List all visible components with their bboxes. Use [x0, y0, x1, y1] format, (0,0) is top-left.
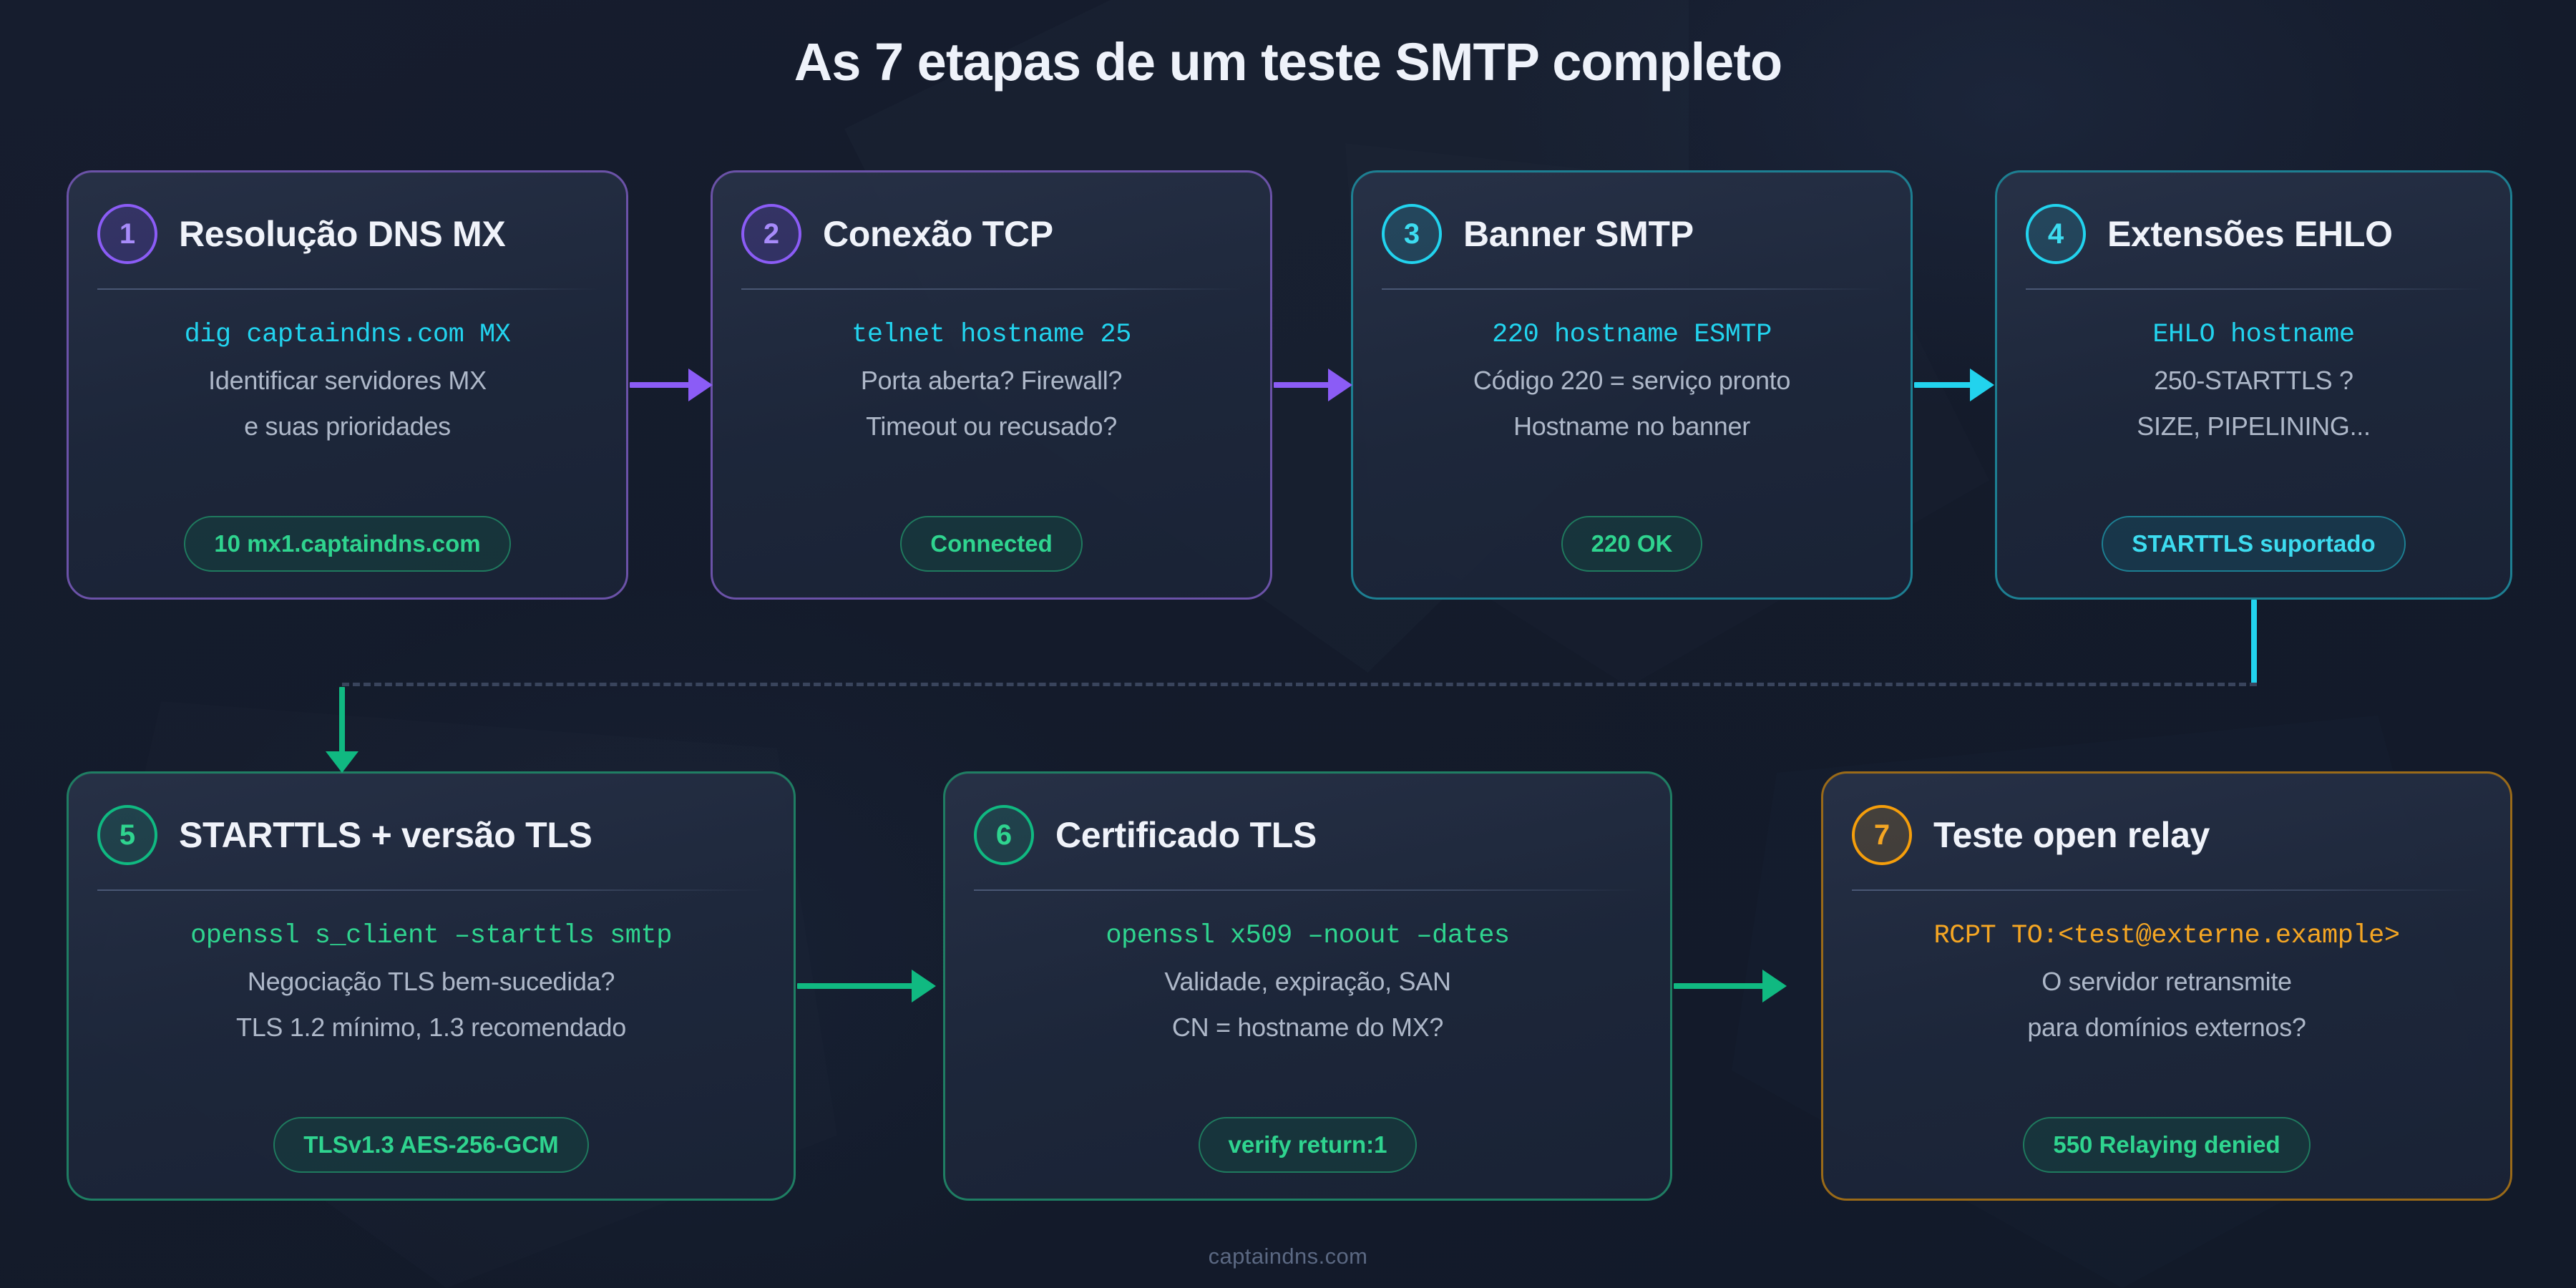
step-header-5: 5 STARTTLS + versão TLS — [97, 798, 765, 865]
step-body-5: openssl s_client –starttls smtp Negociaç… — [97, 891, 765, 1117]
step-line-7-2: para domínios externos? — [2027, 1013, 2306, 1042]
arrow-step1-to-step2 — [630, 382, 693, 388]
step-number-badge-6: 6 — [974, 805, 1034, 865]
step-result-badge-4: STARTTLS suportado — [2102, 516, 2406, 572]
step-title-7: Teste open relay — [1933, 815, 2210, 855]
step-body-6: openssl x509 –noout –dates Validade, exp… — [974, 891, 1641, 1117]
step-card-3[interactable]: 3 Banner SMTP 220 hostname ESMTP Código … — [1351, 170, 1913, 600]
step-line-1-1: Identificar servidores MX — [208, 366, 487, 395]
step-body-3: 220 hostname ESMTP Código 220 = serviço … — [1382, 290, 1882, 516]
step-line-1-2: e suas prioridades — [244, 411, 451, 441]
step-card-6[interactable]: 6 Certificado TLS openssl x509 –noout –d… — [943, 771, 1672, 1201]
step-command-2: telnet hostname 25 — [852, 320, 1131, 350]
arrow-step6-to-step7 — [1674, 983, 1767, 989]
step-command-5: openssl s_client –starttls smtp — [190, 921, 672, 951]
step-header-6: 6 Certificado TLS — [974, 798, 1641, 865]
step-line-3-1: Código 220 = serviço pronto — [1473, 366, 1791, 395]
step-number-badge-5: 5 — [97, 805, 157, 865]
step-number-badge-1: 1 — [97, 204, 157, 264]
divider-7 — [1852, 889, 2482, 891]
step-result-badge-1: 10 mx1.captaindns.com — [184, 516, 511, 572]
step-line-6-2: CN = hostname do MX? — [1171, 1013, 1444, 1042]
arrow-head-step2-to-step3 — [1328, 369, 1352, 401]
step-result-badge-3: 220 OK — [1561, 516, 1703, 572]
step-header-3: 3 Banner SMTP — [1382, 197, 1882, 264]
step-line-5-1: Negociação TLS bem-sucedida? — [247, 967, 615, 996]
step-result-badge-2: Connected — [900, 516, 1083, 572]
step-number-badge-2: 2 — [741, 204, 801, 264]
step-line-4-2: SIZE, PIPELINING... — [2137, 411, 2371, 441]
step-line-2-1: Porta aberta? Firewall? — [860, 366, 1123, 395]
arrow-step2-to-step3 — [1274, 382, 1332, 388]
step-card-4[interactable]: 4 Extensões EHLO EHLO hostname 250-START… — [1995, 170, 2512, 600]
step-title-5: STARTTLS + versão TLS — [179, 815, 592, 855]
step-title-1: Resolução DNS MX — [179, 214, 506, 254]
arrow-step5-to-step6 — [797, 983, 916, 989]
step-line-5-2: TLS 1.2 mínimo, 1.3 recomendado — [236, 1013, 626, 1042]
step-number-badge-4: 4 — [2026, 204, 2086, 264]
divider-2 — [741, 288, 1241, 290]
step-body-2: telnet hostname 25 Porta aberta? Firewal… — [741, 290, 1241, 516]
step-line-2-2: Timeout ou recusado? — [866, 411, 1117, 441]
arrow-step3-to-step4 — [1914, 382, 1974, 388]
step-number-badge-3: 3 — [1382, 204, 1442, 264]
step-header-7: 7 Teste open relay — [1852, 798, 2482, 865]
step-line-4-1: 250-STARTTLS ? — [2154, 366, 2353, 395]
step-card-5[interactable]: 5 STARTTLS + versão TLS openssl s_client… — [67, 771, 796, 1201]
step-title-6: Certificado TLS — [1055, 815, 1317, 855]
step-body-7: RCPT TO:<test@externe.example> O servido… — [1852, 891, 2482, 1117]
divider-5 — [97, 889, 765, 891]
step-result-badge-5: TLSv1.3 AES-256-GCM — [273, 1117, 589, 1173]
step-line-7-1: O servidor retransmite — [2041, 967, 2292, 996]
step-line-3-2: Hostname no banner — [1513, 411, 1750, 441]
step-number-badge-7: 7 — [1852, 805, 1912, 865]
step-command-7: RCPT TO:<test@externe.example> — [1933, 921, 2400, 951]
step-header-4: 4 Extensões EHLO — [2026, 197, 2482, 264]
step-card-1[interactable]: 1 Resolução DNS MX dig captaindns.com MX… — [67, 170, 628, 600]
step-command-3: 220 hostname ESMTP — [1492, 320, 1772, 350]
step-header-2: 2 Conexão TCP — [741, 197, 1241, 264]
step-line-6-1: Validade, expiração, SAN — [1164, 967, 1451, 996]
step-title-2: Conexão TCP — [823, 214, 1053, 254]
arrow-head-step3-to-step4 — [1970, 369, 1994, 401]
step-card-7[interactable]: 7 Teste open relay RCPT TO:<test@externe… — [1821, 771, 2512, 1201]
step-card-2[interactable]: 2 Conexão TCP telnet hostname 25 Porta a… — [711, 170, 1272, 600]
step-command-4: EHLO hostname — [2152, 320, 2355, 350]
arrow-head-step6-to-step7 — [1762, 970, 1787, 1002]
arrow-head-into-step5 — [326, 751, 358, 773]
page-title: As 7 etapas de um teste SMTP completo — [794, 32, 1782, 92]
footer-watermark: captaindns.com — [1208, 1244, 1368, 1269]
step-title-4: Extensões EHLO — [2107, 214, 2393, 254]
step-header-1: 1 Resolução DNS MX — [97, 197, 597, 264]
arrow-head-step5-to-step6 — [912, 970, 936, 1002]
divider-6 — [974, 889, 1641, 891]
divider-3 — [1382, 288, 1882, 290]
wrap-dashed-connector — [342, 683, 2257, 686]
step-body-1: dig captaindns.com MX Identificar servid… — [97, 290, 597, 516]
step-title-3: Banner SMTP — [1463, 214, 1694, 254]
step-body-4: EHLO hostname 250-STARTTLS ? SIZE, PIPEL… — [2026, 290, 2482, 516]
step-result-badge-6: verify return:1 — [1198, 1117, 1418, 1173]
step-command-1: dig captaindns.com MX — [184, 320, 511, 350]
arrow-head-step1-to-step2 — [688, 369, 713, 401]
divider-4 — [2026, 288, 2482, 290]
wrap-down-into-step5 — [339, 687, 345, 757]
step-command-6: openssl x509 –noout –dates — [1106, 921, 1510, 951]
wrap-down-from-step4 — [2251, 600, 2257, 686]
step-result-badge-7: 550 Relaying denied — [2023, 1117, 2311, 1173]
divider-1 — [97, 288, 597, 290]
